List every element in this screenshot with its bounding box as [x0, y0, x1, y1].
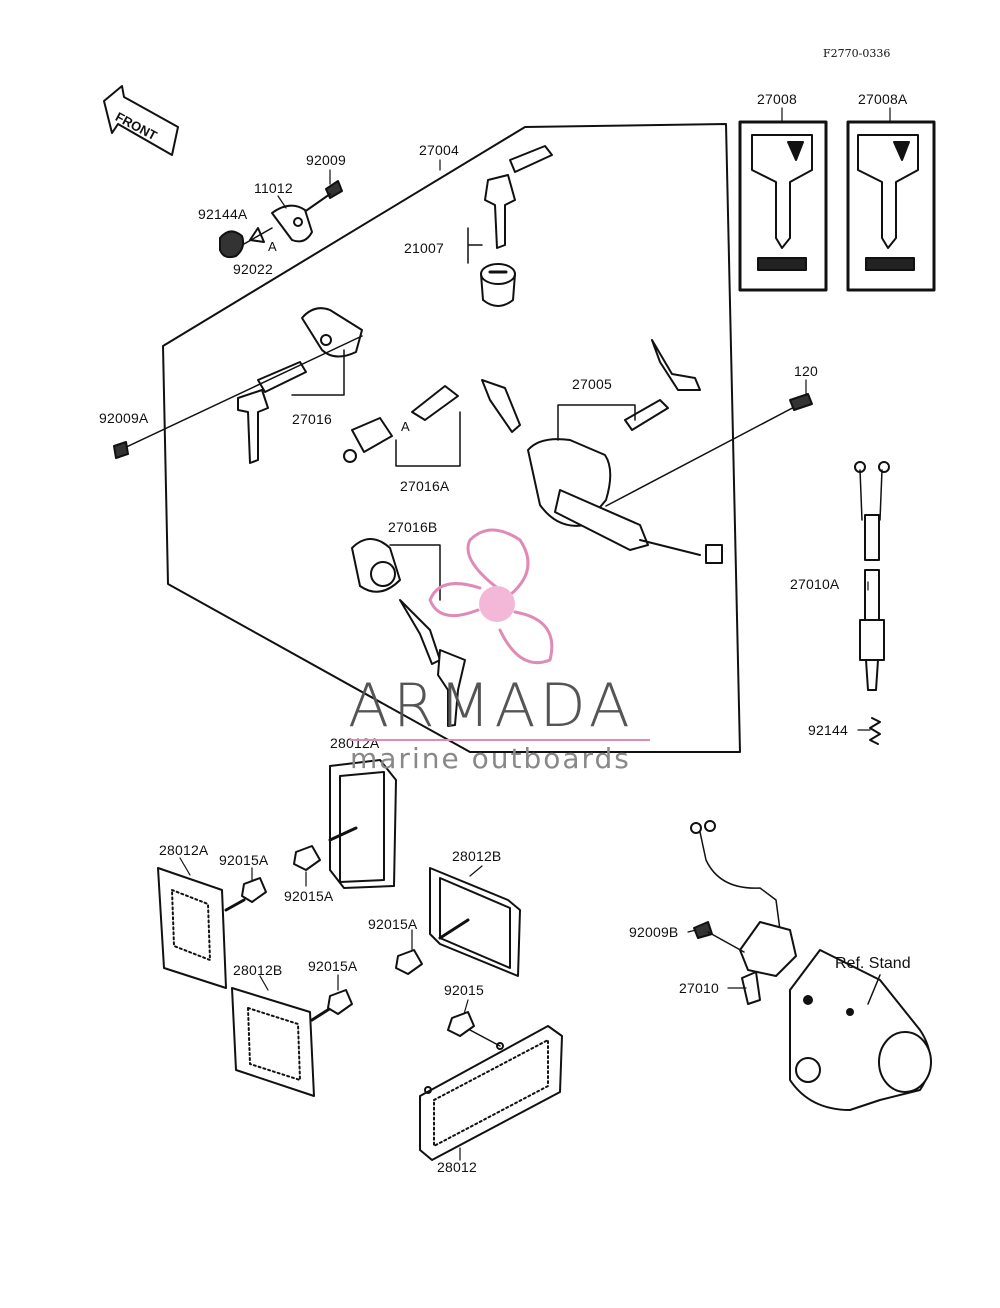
part-label-92144A: 92144A	[198, 206, 248, 222]
part-label-92015A-4: 92015A	[308, 958, 358, 974]
leader-lines	[179, 107, 891, 1161]
nut-92015A	[293, 845, 321, 871]
lock-cylinder-21007	[480, 263, 516, 307]
stand-bracket	[789, 949, 932, 1111]
marker-a-2: A	[401, 419, 410, 434]
screw-92009	[299, 180, 343, 216]
switch-27010A	[854, 461, 890, 691]
part-label-28012: 28012	[437, 1159, 477, 1175]
key-27016	[237, 361, 307, 464]
nut-92015A	[327, 989, 353, 1015]
nut-92015A	[395, 949, 423, 975]
part-label-27016: 27016	[292, 411, 332, 427]
part-label-11012: 11012	[254, 180, 293, 196]
reflector-28012B-left	[231, 987, 336, 1097]
ignition-switch-27005	[527, 339, 723, 564]
spring-92144A	[219, 230, 245, 259]
lock-27016A	[343, 379, 521, 463]
nut-92015A	[241, 877, 267, 903]
screw-120	[789, 393, 813, 411]
watermark-propeller-icon	[428, 528, 554, 665]
part-label-27010: 27010	[679, 980, 719, 996]
reflector-28012	[419, 1025, 563, 1161]
ref-stand-label: Ref. Stand	[835, 955, 911, 972]
part-label-21007: 21007	[404, 240, 444, 256]
marker-a-1: A	[268, 239, 277, 254]
screw-92009A	[113, 441, 129, 459]
part-label-27004: 27004	[419, 142, 459, 158]
part-label-28012B-left: 28012B	[233, 962, 283, 978]
nut-92015	[447, 1011, 475, 1037]
reflector-28012B-right	[429, 867, 521, 977]
screw-92009B	[693, 921, 713, 939]
key-21007	[484, 145, 553, 249]
part-label-120: 120	[794, 363, 818, 379]
watermark-subtitle: marine outboards	[350, 742, 631, 775]
reflector-28012A-left	[157, 867, 246, 989]
switch-27010	[690, 820, 797, 1005]
reflector-28012A-top	[328, 759, 397, 889]
part-label-27016A: 27016A	[400, 478, 450, 494]
part-label-27008A: 27008A	[858, 91, 908, 107]
key-27016B	[399, 599, 466, 727]
front-arrow-icon	[103, 85, 179, 156]
part-label-27016B: 27016B	[388, 519, 438, 535]
key-tag-27008A	[846, 120, 936, 292]
part-label-92015A-1: 92015A	[219, 852, 269, 868]
seat-lock-27016	[301, 307, 363, 358]
part-label-28012A-left: 28012A	[159, 842, 209, 858]
part-label-92144: 92144	[808, 722, 848, 738]
part-label-92022: 92022	[233, 261, 273, 277]
assembly-boundary	[162, 123, 741, 753]
watermark-divider	[350, 739, 650, 741]
part-label-28012B-right: 28012B	[452, 848, 502, 864]
lock-27016B	[351, 538, 401, 593]
cover-11012	[271, 204, 313, 243]
spring-92144	[869, 717, 881, 745]
part-label-92009B: 92009B	[629, 924, 679, 940]
watermark-title: ARMADA	[348, 671, 634, 741]
part-label-92015A-3: 92015A	[368, 916, 418, 932]
part-label-92009: 92009	[306, 152, 346, 168]
part-label-92015A-2: 92015A	[284, 888, 334, 904]
part-label-27008: 27008	[757, 91, 797, 107]
drawing-code: F2770-0336	[823, 47, 891, 60]
part-label-92015: 92015	[444, 982, 484, 998]
key-tag-27008	[738, 120, 828, 292]
part-label-92009A: 92009A	[99, 410, 149, 426]
part-label-27005: 27005	[572, 376, 612, 392]
part-label-27010A: 27010A	[790, 576, 840, 592]
